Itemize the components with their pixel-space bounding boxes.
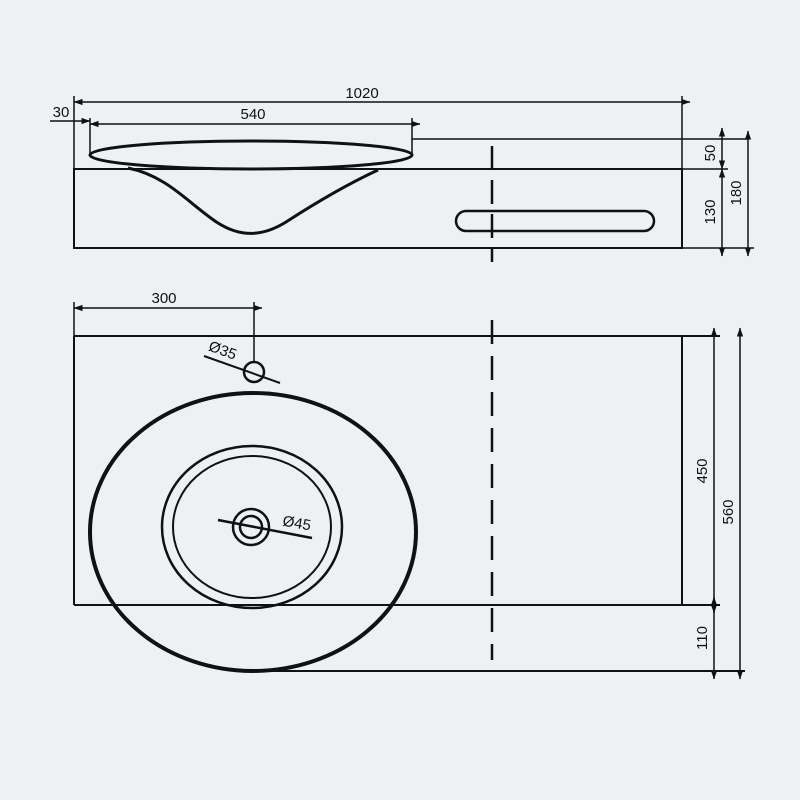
dim-depth: 450 xyxy=(694,458,711,483)
basin-outer-rim xyxy=(88,391,418,673)
dim-drain-diameter: Ø45 xyxy=(281,513,312,535)
basin-rim xyxy=(88,139,414,171)
countertop-body xyxy=(73,168,683,249)
basin-bowl-inner xyxy=(172,455,332,599)
drain-diameter-line xyxy=(217,518,313,540)
basin-bowl-profile xyxy=(127,166,379,235)
dim-total-width: 1020 xyxy=(345,85,378,102)
top-dimensions: 300 Ø35 Ø45 450 110 560 xyxy=(73,290,744,680)
dim-edge-offset: 30 xyxy=(53,104,70,121)
top-view xyxy=(73,320,745,673)
dim-total-height: 180 xyxy=(728,180,745,205)
towel-bar-slot xyxy=(454,209,656,233)
drain-outer xyxy=(231,507,271,547)
dim-body-height: 130 xyxy=(702,199,719,224)
dim-total-depth: 560 xyxy=(720,499,737,524)
dim-tap-hole-diameter: Ø35 xyxy=(206,338,238,364)
dim-tap-hole-offset: 300 xyxy=(151,290,176,307)
drain-inner xyxy=(238,514,264,540)
tap-hole-diameter-line xyxy=(203,355,281,384)
dim-basin-width: 540 xyxy=(240,106,265,123)
side-view xyxy=(73,138,748,262)
dim-overhang: 110 xyxy=(694,626,711,650)
side-dimensions: 1020 30 540 50 130 180 xyxy=(50,85,754,257)
dim-rim-thickness: 50 xyxy=(702,145,719,162)
basin-bowl-outer xyxy=(160,444,344,610)
